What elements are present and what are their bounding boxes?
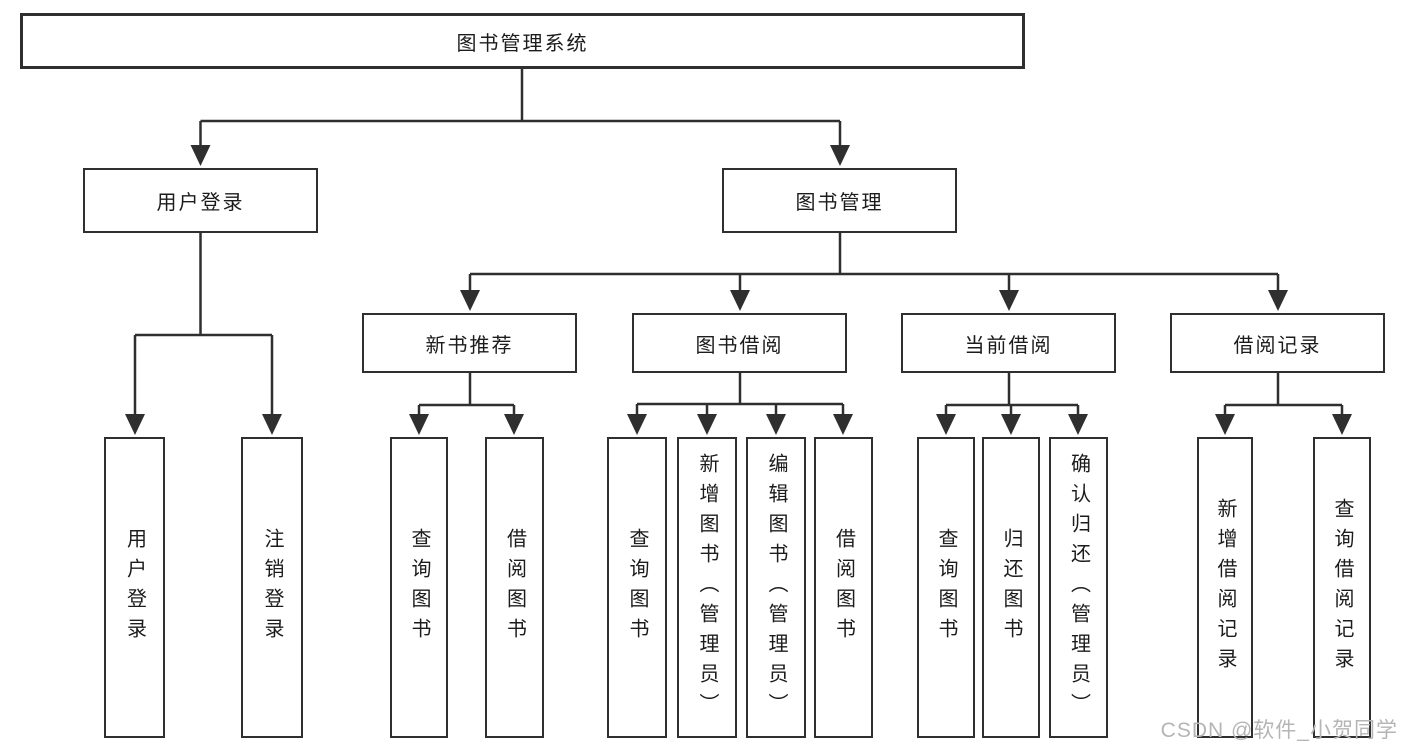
- node-label: 新增借阅记录: [1214, 497, 1236, 678]
- node-borrow-records: 借阅记录: [1170, 313, 1385, 373]
- node-label: 确认归还（管理员）: [1067, 452, 1090, 723]
- node-label: 借阅记录: [1233, 334, 1322, 357]
- node-book-management-branch: 图书管理: [722, 168, 957, 233]
- node-label: 借阅图书: [503, 527, 526, 648]
- node-label: 新书推荐: [425, 334, 514, 357]
- node-label: 用户登录: [123, 527, 146, 648]
- node-root-system: 图书管理系统: [20, 13, 1025, 69]
- node-book-borrow: 图书借阅: [632, 313, 847, 373]
- node-label: 查询图书: [408, 527, 430, 648]
- node-label: 用户登录: [156, 192, 245, 214]
- node-label: 新增图书（管理员）: [696, 452, 718, 723]
- node-label: 图书管理: [795, 192, 884, 214]
- node-current-borrow: 当前借阅: [901, 313, 1116, 373]
- node-label: 借阅图书: [832, 527, 855, 648]
- leaf-user-login: 用户登录: [104, 437, 165, 738]
- node-new-book-recommend: 新书推荐: [362, 313, 577, 373]
- leaf-query-books-1: 查询图书: [390, 437, 448, 738]
- node-label: 图书借阅: [695, 334, 784, 357]
- node-label: 查询借阅记录: [1331, 497, 1353, 678]
- leaf-return-books: 归还图书: [982, 437, 1040, 738]
- node-user-login-branch: 用户登录: [83, 168, 318, 233]
- leaf-query-books-3: 查询图书: [917, 437, 975, 738]
- leaf-add-books-admin: 新增图书（管理员）: [677, 437, 737, 738]
- leaf-logout: 注销登录: [241, 437, 303, 738]
- node-label: 图书管理系统: [456, 32, 589, 55]
- node-label: 注销登录: [261, 527, 283, 648]
- leaf-query-borrow-record: 查询借阅记录: [1313, 437, 1371, 738]
- leaf-edit-books-admin: 编辑图书（管理员）: [746, 437, 806, 738]
- node-label: 当前借阅: [964, 334, 1053, 357]
- leaf-borrow-books-1: 借阅图书: [485, 437, 544, 738]
- node-label: 查询图书: [935, 527, 957, 648]
- node-label: 查询图书: [626, 527, 648, 648]
- node-label: 编辑图书（管理员）: [765, 452, 787, 723]
- node-label: 归还图书: [1000, 527, 1022, 648]
- leaf-confirm-return-admin: 确认归还（管理员）: [1049, 437, 1108, 738]
- leaf-borrow-books-2: 借阅图书: [814, 437, 873, 738]
- csdn-watermark: CSDN @软件_小贺同学: [1160, 719, 1398, 742]
- leaf-query-books-2: 查询图书: [607, 437, 667, 738]
- leaf-add-borrow-record: 新增借阅记录: [1197, 437, 1253, 738]
